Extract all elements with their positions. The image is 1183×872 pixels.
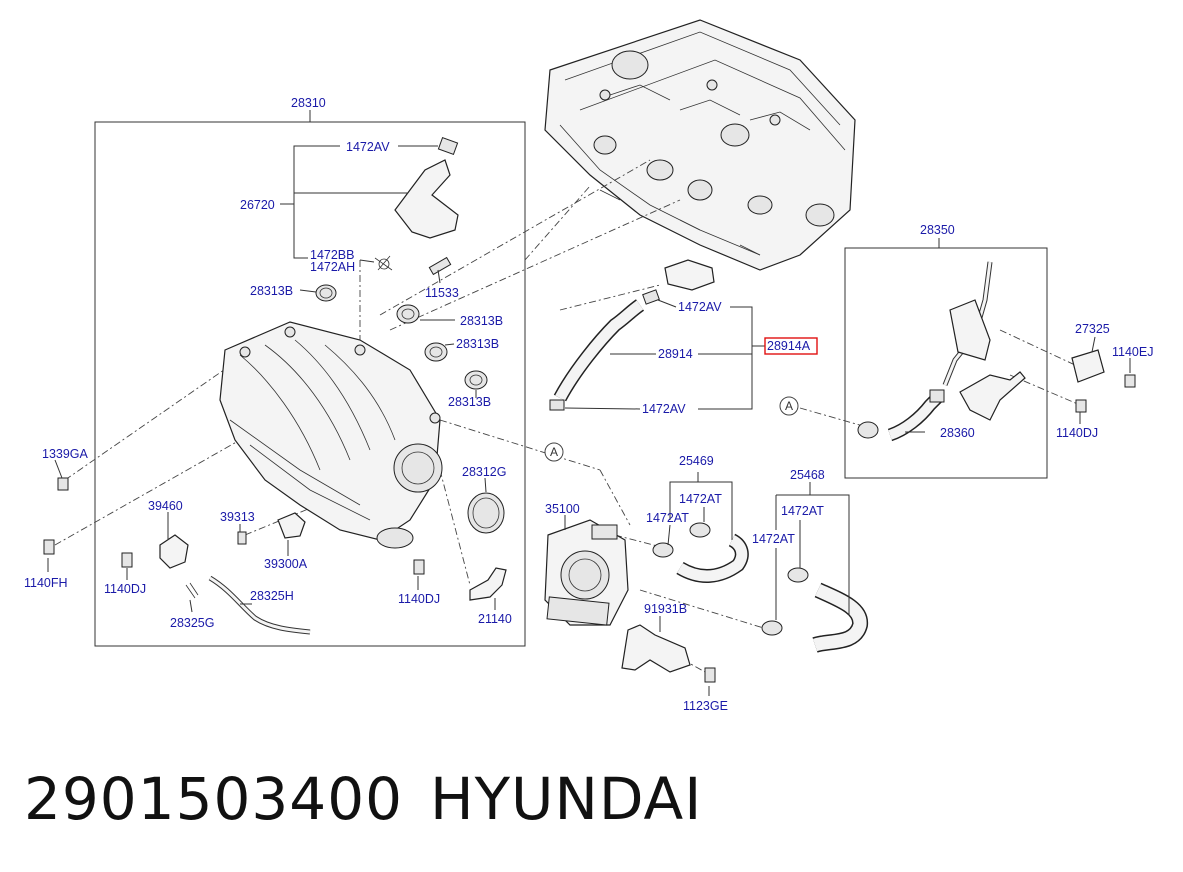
part-label-91931b[interactable]: 91931B: [644, 602, 687, 616]
part-number: 2901503400: [24, 765, 404, 833]
part-label-28350[interactable]: 28350: [920, 223, 955, 237]
part-label-1140dj-a[interactable]: 1140DJ: [104, 582, 146, 596]
right-box-parts: [857, 261, 1026, 442]
part-label-28914a[interactable]: 28914A: [767, 339, 811, 353]
part-label-39313[interactable]: 39313: [220, 510, 255, 524]
label-leaders: [47, 145, 1131, 696]
small-parts-left: [43, 136, 507, 635]
part-label-28313b-b[interactable]: 28313B: [460, 314, 503, 328]
part-label-1472ah[interactable]: 1472AH: [310, 260, 355, 274]
part-label-1140fh[interactable]: 1140FH: [24, 576, 68, 590]
callout-a-label-1: A: [550, 445, 558, 459]
intake-manifold-drawing: [219, 321, 443, 549]
center-parts: [544, 259, 869, 683]
part-label-1472av-top[interactable]: 1472AV: [346, 140, 390, 154]
part-label-1472bb[interactable]: 1472BB: [310, 248, 354, 262]
part-label-11533[interactable]: 11533: [425, 286, 459, 300]
part-label-26720[interactable]: 26720: [240, 198, 275, 212]
callout-a-circle-1: [544, 442, 564, 462]
part-label-28313b-a[interactable]: 28313B: [250, 284, 293, 298]
part-label-25469[interactable]: 25469: [679, 454, 714, 468]
part-label-28325h[interactable]: 28325H: [250, 589, 294, 603]
part-label-1472av-mid[interactable]: 1472AV: [678, 300, 722, 314]
part-label-28914[interactable]: 28914: [658, 347, 693, 361]
part-label-39300a[interactable]: 39300A: [264, 557, 308, 571]
part-label-1339ga[interactable]: 1339GA: [42, 447, 89, 461]
part-label-1472at-d[interactable]: 1472AT: [752, 532, 795, 546]
part-label-28313b-d[interactable]: 28313B: [448, 395, 491, 409]
part-label-25468[interactable]: 25468: [790, 468, 825, 482]
part-label-1472at-a[interactable]: 1472AT: [679, 492, 722, 506]
group-box-28350: [844, 247, 1048, 479]
part-label-28313b-c[interactable]: 28313B: [456, 337, 499, 351]
parts-diagram: A A 28310 1472AV 26720 1472BB 1472AH 115…: [24, 19, 1153, 713]
callout-a-label-2: A: [785, 399, 793, 413]
part-label-35100[interactable]: 35100: [545, 502, 580, 516]
part-label-28312g[interactable]: 28312G: [462, 465, 506, 479]
part-label-28360[interactable]: 28360: [940, 426, 975, 440]
part-label-1140ej[interactable]: 1140EJ: [1112, 345, 1153, 359]
part-label-28310[interactable]: 28310: [291, 96, 326, 110]
callout-a-circle-2: [779, 396, 799, 416]
part-label-1472av-low[interactable]: 1472AV: [642, 402, 686, 416]
part-label-1140dj-b[interactable]: 1140DJ: [398, 592, 440, 606]
brand-name: HYUNDAI: [430, 765, 703, 833]
part-label-1140dj-c[interactable]: 1140DJ: [1056, 426, 1098, 440]
part-label-1472at-c[interactable]: 1472AT: [781, 504, 824, 518]
part-label-39460[interactable]: 39460: [148, 499, 183, 513]
highlight-box-28914a: [764, 337, 818, 355]
part-label-21140[interactable]: 21140: [478, 612, 512, 626]
part-label-27325[interactable]: 27325: [1075, 322, 1110, 336]
part-label-28325g[interactable]: 28325G: [170, 616, 214, 630]
part-label-1472at-b[interactable]: 1472AT: [646, 511, 689, 525]
sensor-27325: [1071, 349, 1136, 413]
part-label-1123ge[interactable]: 1123GE: [683, 699, 728, 713]
cylinder-head-drawing: [544, 19, 856, 271]
